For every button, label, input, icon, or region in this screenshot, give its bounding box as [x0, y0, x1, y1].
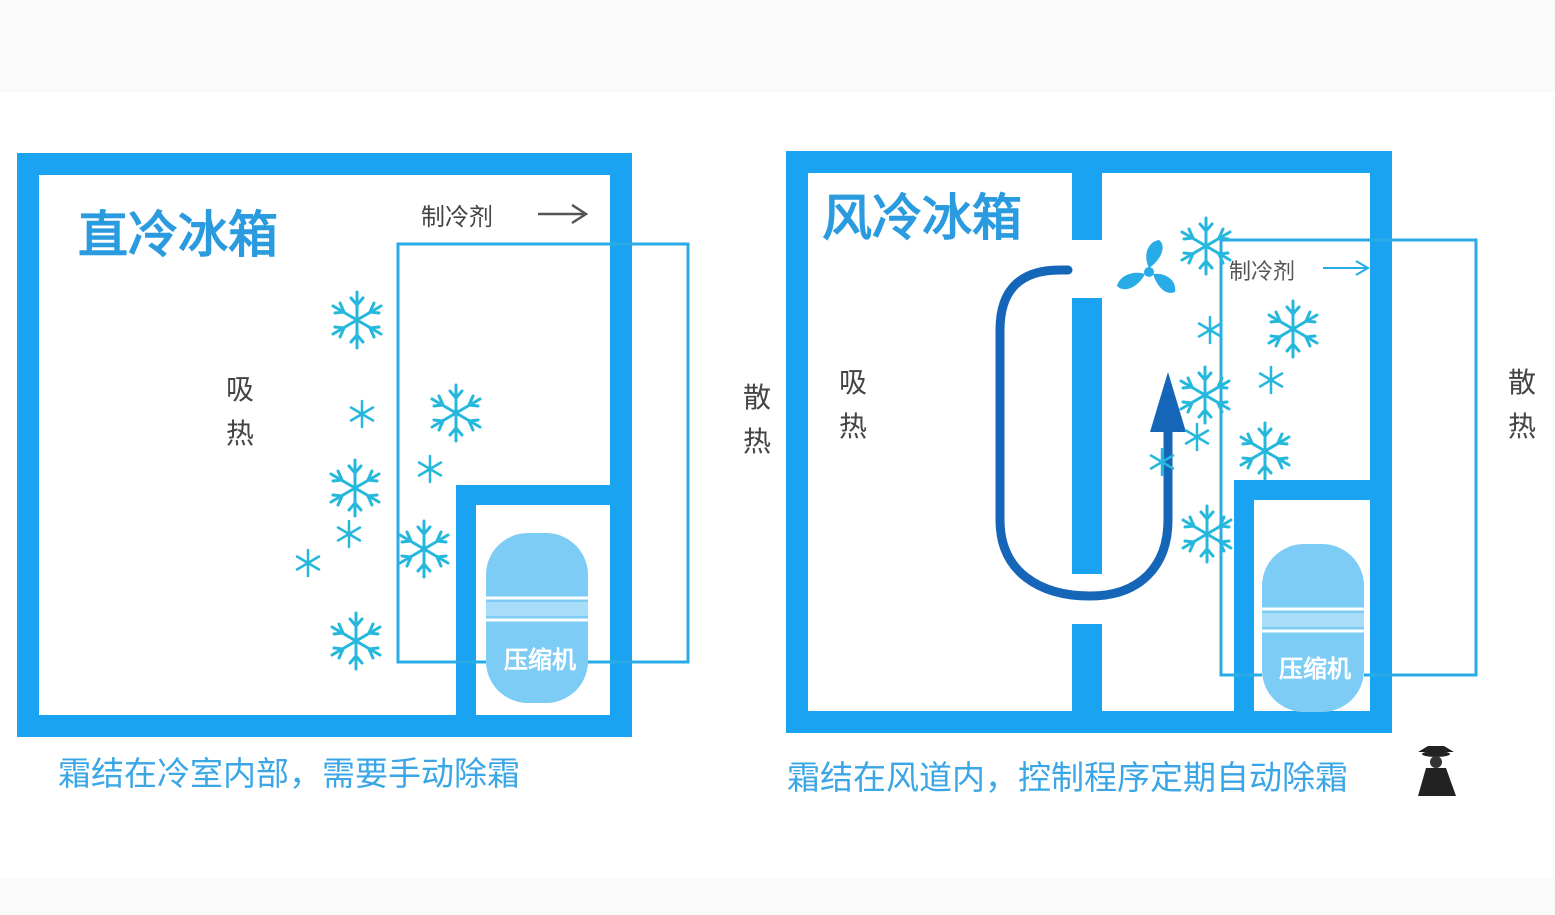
left-absorb-heat-line-2: 热 — [226, 417, 254, 450]
left-compressor: 压缩机 — [486, 533, 588, 703]
left-caption: 霜结在冷室内部，需要手动除霜 — [58, 754, 520, 793]
right-arrow-right-head-icon — [1355, 260, 1370, 276]
snowflake-icon — [1239, 421, 1291, 481]
fan-icon — [1117, 240, 1176, 293]
watermark-figure-icon — [1418, 746, 1456, 796]
snowflake-icon — [295, 548, 321, 578]
right-refrigerant-pipe — [1219, 238, 1478, 677]
snowflake-icon — [1180, 216, 1232, 276]
air-duct-wall-bottom — [1072, 624, 1102, 722]
snowflake-icon — [336, 519, 362, 549]
right-caption: 霜结在风道内，控制程序定期自动除霜 — [787, 758, 1348, 797]
left-compressor-compartment — [456, 485, 621, 726]
left-release-heat-line-2: 热 — [743, 425, 771, 458]
right-release-heat-line-1: 散 — [1508, 366, 1536, 399]
left-arrow-right-head-icon — [571, 203, 589, 225]
airflow-arrow-icon — [1150, 372, 1186, 432]
snowflake-icon — [1258, 365, 1284, 395]
snowflake-icon — [1267, 299, 1319, 359]
left-panel-title: 直冷冰箱 — [78, 206, 278, 264]
air-duct-wall-top — [1072, 162, 1102, 240]
right-compressor-compartment — [1234, 480, 1381, 722]
snowflake-icon — [1181, 504, 1233, 564]
snowflake-icon — [329, 458, 381, 518]
right-absorb-heat-line-1: 吸 — [839, 366, 867, 399]
snowflake-icon — [430, 383, 482, 443]
right-compressor-label: 压缩机 — [1279, 655, 1351, 683]
top-margin — [0, 0, 1555, 92]
right-panel-title: 风冷冰箱 — [822, 189, 1022, 247]
snowflake-icon — [1184, 422, 1210, 452]
left-refrigerant-label: 制冷剂 — [421, 203, 493, 231]
left-release-heat-line-1: 散 — [743, 381, 771, 414]
left-absorb-heat-line-1: 吸 — [226, 373, 254, 406]
left-fridge-outer-wall — [17, 153, 632, 737]
left-compressor-label: 压缩机 — [504, 646, 576, 674]
snowflake-icon — [349, 399, 375, 429]
snowflake-icon — [1197, 315, 1223, 345]
right-fridge-outer-wall — [786, 151, 1392, 733]
airflow-loop-path — [995, 265, 1173, 601]
right-compressor: 压缩机 — [1262, 544, 1364, 712]
right-panel: 压缩机 风冷冰箱 制冷剂 吸 热 散 热 霜结在风道内，控制程序定期自动除霜 — [786, 151, 1536, 797]
left-panel: 压缩机 直冷冰箱 制冷剂 吸 热 散 热 霜结在冷室内部，需要手动除霜 — [17, 153, 771, 793]
right-refrigerant-label: 制冷剂 — [1229, 260, 1295, 285]
snowflake-icon — [417, 454, 443, 484]
snowflake-icon — [398, 519, 450, 579]
air-duct-wall-middle — [1072, 298, 1102, 574]
bottom-margin — [0, 878, 1555, 915]
snowflake-icon — [331, 290, 383, 350]
left-refrigerant-pipe — [396, 242, 690, 664]
right-absorb-heat-line-2: 热 — [839, 410, 867, 443]
snowflake-icon — [330, 611, 382, 671]
right-release-heat-line-2: 热 — [1508, 410, 1536, 443]
